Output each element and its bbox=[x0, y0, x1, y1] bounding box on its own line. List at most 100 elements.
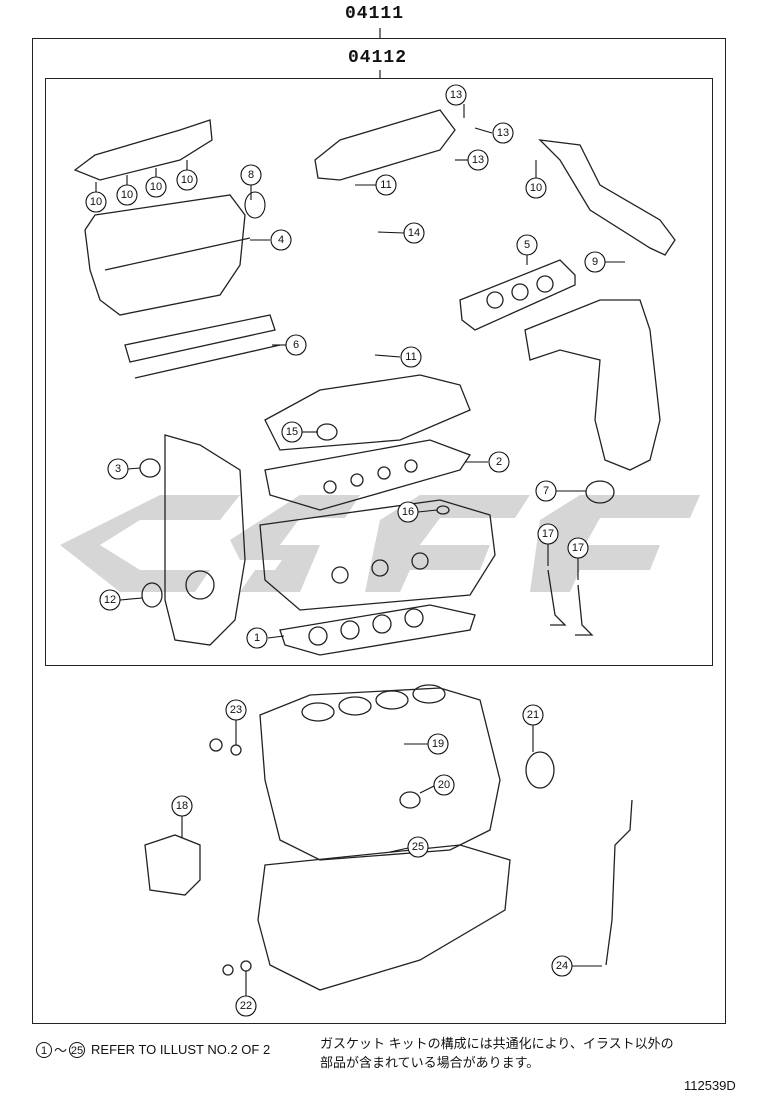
callout-2 bbox=[488, 451, 510, 473]
callout-24-label: 24 bbox=[556, 960, 568, 972]
footer-japanese-note: ガスケット キットの構成には共通化により、イラスト以外の 部品が含まれている場合… bbox=[320, 1034, 720, 1072]
callout-13c bbox=[467, 149, 489, 171]
callout-10a-label: 10 bbox=[90, 196, 102, 208]
valve-right bbox=[575, 584, 594, 636]
illustration-id: 112539D bbox=[684, 1078, 736, 1093]
callout-16 bbox=[397, 501, 419, 523]
callout-15-label: 15 bbox=[286, 426, 298, 438]
intake-top bbox=[314, 109, 456, 181]
callout-19-label: 19 bbox=[432, 738, 444, 750]
inner-kit-part-number: 04112 bbox=[348, 48, 408, 68]
oil-seal-7 bbox=[585, 480, 615, 504]
cylinder-head bbox=[259, 499, 496, 611]
ref-end-callout: 25 bbox=[69, 1041, 86, 1058]
callout-10c-label: 10 bbox=[150, 181, 162, 193]
callout-13a bbox=[445, 84, 467, 106]
callout-11b bbox=[400, 346, 422, 368]
callout-4-label: 4 bbox=[278, 234, 284, 246]
callout-2-label: 2 bbox=[496, 456, 502, 468]
footer-reference: 1 ～ 25 REFER TO ILLUST NO.2 OF 2 bbox=[36, 1040, 270, 1059]
callout-8 bbox=[240, 164, 262, 186]
callout-10b bbox=[116, 184, 138, 206]
callout-17a-label: 17 bbox=[542, 528, 554, 540]
callout-14-label: 14 bbox=[408, 227, 420, 239]
ref-text: REFER TO ILLUST NO.2 OF 2 bbox=[91, 1042, 271, 1057]
o-ring-8 bbox=[244, 191, 266, 219]
ref-tilde: ～ bbox=[54, 1043, 68, 1058]
inner-kit-frame bbox=[45, 78, 713, 666]
callout-19 bbox=[427, 733, 449, 755]
callout-16-label: 16 bbox=[402, 506, 414, 518]
callout-20-label: 20 bbox=[438, 779, 450, 791]
callout-21-label: 21 bbox=[527, 709, 539, 721]
oil-pan bbox=[257, 844, 511, 991]
outer-kit-part-number: 04111 bbox=[345, 4, 405, 24]
callout-17b-label: 17 bbox=[572, 542, 584, 554]
timing-cover bbox=[164, 434, 246, 646]
callout-10a bbox=[85, 191, 107, 213]
callout-18-label: 18 bbox=[176, 800, 188, 812]
callout-14 bbox=[403, 222, 425, 244]
manifold-gasket-5 bbox=[459, 259, 576, 331]
cylinder-head-gasket-1 bbox=[279, 604, 476, 656]
callout-8-label: 8 bbox=[248, 169, 254, 181]
cam-cap-outline bbox=[73, 119, 213, 181]
callout-3 bbox=[107, 458, 129, 480]
callout-1 bbox=[246, 627, 268, 649]
valve-left bbox=[547, 569, 567, 626]
callout-13a-label: 13 bbox=[450, 89, 462, 101]
outer-kit-frame bbox=[32, 38, 726, 1024]
callout-18 bbox=[171, 795, 193, 817]
callout-23 bbox=[225, 699, 247, 721]
callout-22 bbox=[235, 995, 257, 1017]
callout-1-label: 1 bbox=[254, 632, 260, 644]
callout-10e-label: 10 bbox=[530, 182, 542, 194]
head-cover-left bbox=[84, 194, 246, 316]
callout-12 bbox=[99, 589, 121, 611]
gasket-6-line bbox=[134, 344, 281, 379]
callout-9-label: 9 bbox=[592, 256, 598, 268]
callout-7-label: 7 bbox=[543, 485, 549, 497]
rear-seal-21 bbox=[525, 751, 555, 789]
callout-25-label: 25 bbox=[412, 841, 424, 853]
callout-24 bbox=[551, 955, 573, 977]
callout-20 bbox=[433, 774, 455, 796]
callout-11b-label: 11 bbox=[405, 351, 416, 363]
callout-25 bbox=[407, 836, 429, 858]
callout-6-label: 6 bbox=[293, 339, 299, 351]
callout-3-label: 3 bbox=[115, 463, 121, 475]
callout-21 bbox=[522, 704, 544, 726]
gasket-4-line bbox=[104, 237, 251, 271]
jp-note-line2: 部品が含まれている場合があります。 bbox=[320, 1055, 540, 1070]
callout-11a-label: 11 bbox=[380, 179, 391, 191]
callout-13b-label: 13 bbox=[497, 127, 509, 139]
engine-block bbox=[259, 687, 501, 861]
callout-5 bbox=[516, 234, 538, 256]
head-lower bbox=[124, 314, 276, 363]
callout-10e bbox=[525, 177, 547, 199]
exhaust-pipe bbox=[538, 139, 676, 256]
callout-23-label: 23 bbox=[230, 704, 242, 716]
callout-15 bbox=[281, 421, 303, 443]
callout-11a bbox=[375, 174, 397, 196]
head-gasket-2 bbox=[264, 439, 471, 511]
callout-13c-label: 13 bbox=[472, 154, 484, 166]
callout-12-label: 12 bbox=[104, 594, 116, 606]
callout-6 bbox=[285, 334, 307, 356]
callout-5-label: 5 bbox=[524, 239, 530, 251]
callout-7 bbox=[535, 480, 557, 502]
dipstick-guide-24 bbox=[605, 799, 633, 966]
oil-seal-12 bbox=[141, 582, 163, 608]
callout-10d bbox=[176, 169, 198, 191]
callout-17b bbox=[567, 537, 589, 559]
callout-9 bbox=[584, 251, 606, 273]
jp-note-line1: ガスケット キットの構成には共通化により、イラスト以外の bbox=[320, 1036, 674, 1051]
callout-10c bbox=[145, 176, 167, 198]
part-outlines bbox=[73, 109, 676, 991]
callout-10b-label: 10 bbox=[121, 189, 133, 201]
callout-22-label: 22 bbox=[240, 1000, 252, 1012]
ref-start-callout: 1 bbox=[36, 1041, 52, 1058]
valve-cover bbox=[264, 374, 471, 451]
callout-4 bbox=[270, 229, 292, 251]
